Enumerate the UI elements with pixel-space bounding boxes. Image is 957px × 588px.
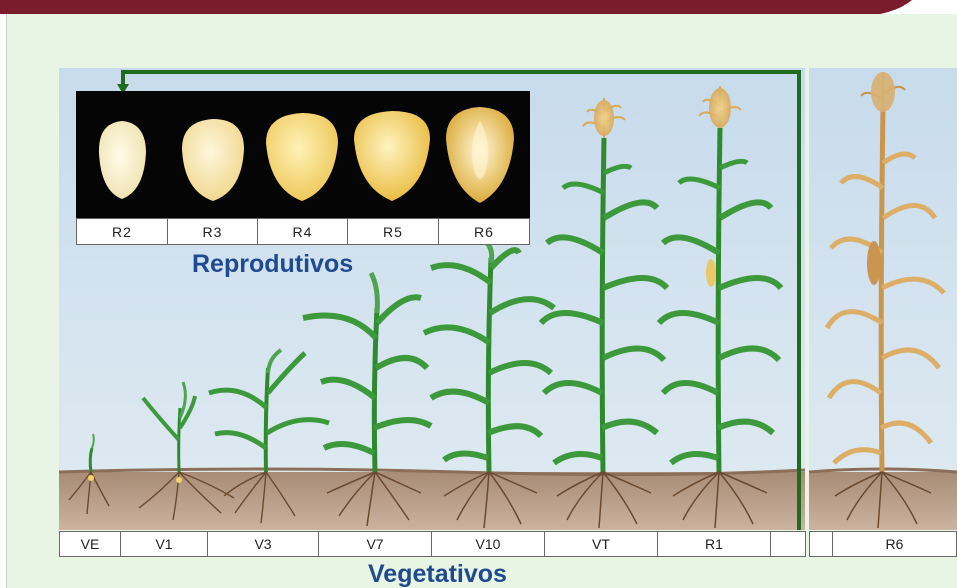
stage-label-v10: V10 xyxy=(431,531,545,557)
kernel-r2 xyxy=(99,121,146,199)
kernel-photo-panel xyxy=(76,91,530,218)
top-title-bar xyxy=(0,0,957,14)
stage-label-vt: VT xyxy=(544,531,658,557)
stage-label-r6: R6 xyxy=(832,531,957,557)
kernel-label-r4: R4 xyxy=(257,218,348,245)
soil-band-right xyxy=(809,472,957,530)
vegetative-title: Vegetativos xyxy=(368,560,507,588)
kernel-r3 xyxy=(182,119,244,201)
stage-label-r1: R1 xyxy=(657,531,771,557)
kernel-label-r6: R6 xyxy=(438,218,530,245)
kernel-inset: R2 R3 R4 R5 R6 xyxy=(76,91,530,246)
kernel-label-r3: R3 xyxy=(167,218,258,245)
stage-label-v1: V1 xyxy=(120,531,208,557)
reproductive-title: Reprodutivos xyxy=(192,250,353,279)
stage-label-ve: VE xyxy=(59,531,121,557)
kernel-r5 xyxy=(354,111,430,201)
kernel-r4 xyxy=(266,113,338,201)
kernel-images xyxy=(76,91,530,218)
kernel-stage-labels: R2 R3 R4 R5 R6 xyxy=(76,218,530,245)
stage-label-blank-1 xyxy=(770,531,806,557)
stage-label-blank-2 xyxy=(809,531,833,557)
vegetative-stage-labels: VE V1 V3 V7 V10 VT R1 R6 xyxy=(59,531,957,559)
kernel-label-r2: R2 xyxy=(76,218,168,245)
stage-label-v7: V7 xyxy=(318,531,432,557)
kernel-label-r5: R5 xyxy=(347,218,439,245)
stage-label-v3: V3 xyxy=(207,531,319,557)
